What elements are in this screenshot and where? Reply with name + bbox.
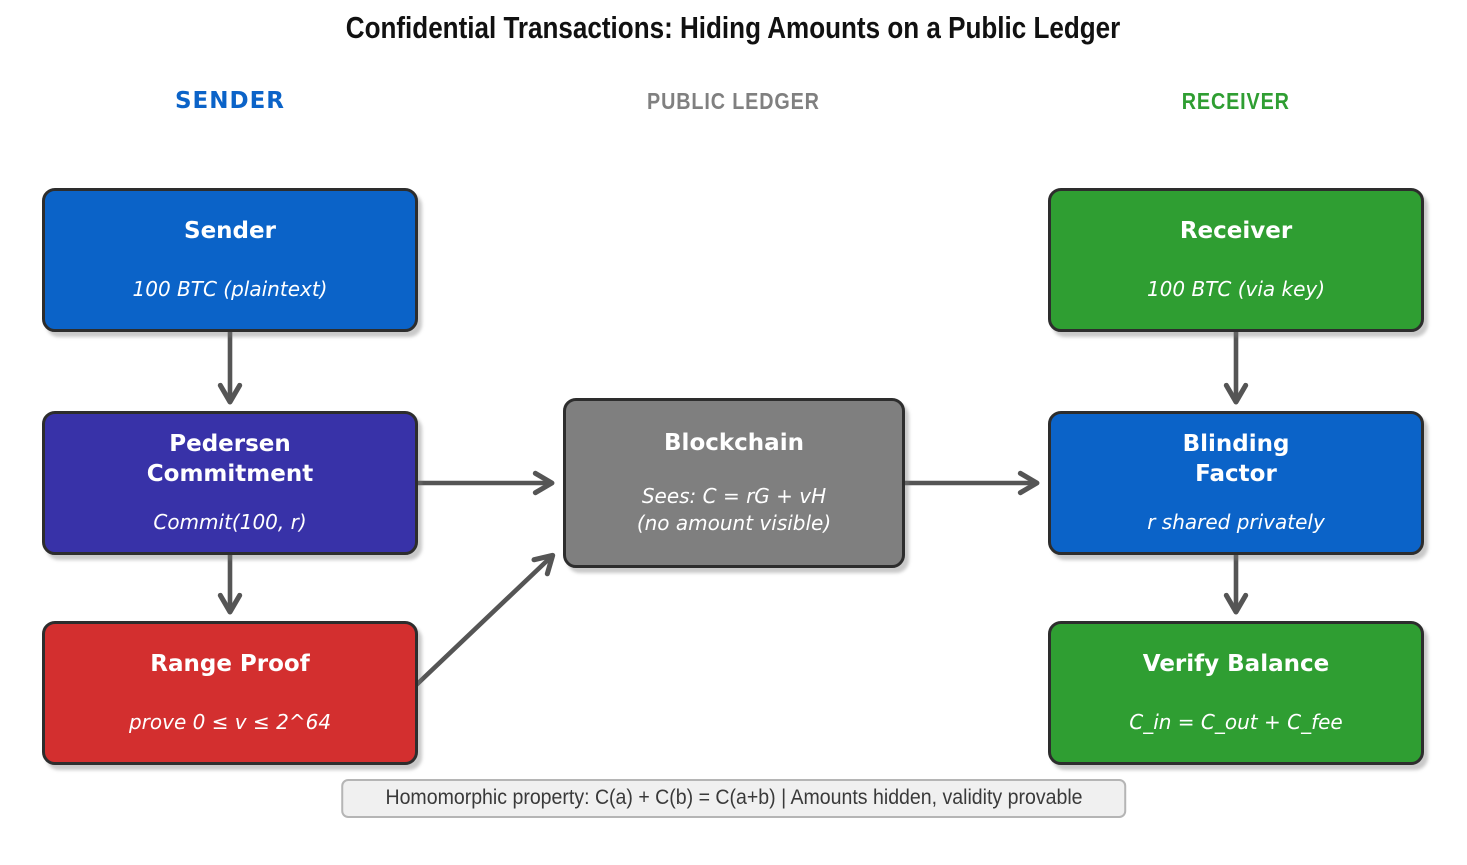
node-pedersen-commitment-subtitle: Commit(100, r) <box>153 510 307 535</box>
node-blockchain-title: Blockchain <box>664 430 804 457</box>
node-range-proof-subtitle: prove 0 ≤ v ≤ 2^64 <box>128 710 332 735</box>
node-blinding-factor-title: Blinding Factor <box>1182 430 1290 487</box>
footer-note: Homomorphic property: C(a) + C(b) = C(a+… <box>340 779 1127 818</box>
node-sender-subtitle: 100 BTC (plaintext) <box>132 277 328 302</box>
node-blinding-factor: Blinding Factor r shared privately <box>1048 411 1424 555</box>
column-header-sender-label: SENDER <box>174 88 286 114</box>
arrow-rangeproof-to-blockchain <box>409 552 556 692</box>
node-range-proof-title: Range Proof <box>150 650 310 677</box>
column-header-receiver: RECEIVER <box>1026 88 1446 115</box>
node-pedersen-commitment-title: Pedersen Commitment <box>146 430 314 487</box>
node-range-proof: Range Proof prove 0 ≤ v ≤ 2^64 <box>42 621 418 765</box>
column-header-public-ledger-label: PUBLIC LEDGER <box>646 88 820 114</box>
node-sender-title: Sender <box>184 217 276 244</box>
column-header-public-ledger: PUBLIC LEDGER <box>523 88 943 115</box>
node-blockchain: Blockchain Sees: C = rG + vH (no amount … <box>563 398 905 568</box>
node-receiver-title: Receiver <box>1179 217 1293 244</box>
node-receiver: Receiver 100 BTC (via key) <box>1048 188 1424 332</box>
node-verify-balance-title: Verify Balance <box>1142 650 1330 677</box>
node-verify-balance-subtitle: C_in = C_out + C_fee <box>1129 710 1343 735</box>
column-header-sender: SENDER <box>20 88 440 114</box>
node-sender: Sender 100 BTC (plaintext) <box>42 188 418 332</box>
page-title-text: Confidential Transactions: Hiding Amount… <box>346 10 1121 45</box>
node-blinding-factor-subtitle: r shared privately <box>1147 510 1325 535</box>
node-verify-balance: Verify Balance C_in = C_out + C_fee <box>1048 621 1424 765</box>
page-title: Confidential Transactions: Hiding Amount… <box>0 10 1467 46</box>
node-blockchain-subtitle: Sees: C = rG + vH (no amount visible) <box>636 483 832 535</box>
node-receiver-subtitle: 100 BTC (via key) <box>1146 277 1326 302</box>
node-pedersen-commitment: Pedersen Commitment Commit(100, r) <box>42 411 418 555</box>
column-header-receiver-label: RECEIVER <box>1181 88 1291 114</box>
footer-note-text: Homomorphic property: C(a) + C(b) = C(a+… <box>384 786 1083 809</box>
